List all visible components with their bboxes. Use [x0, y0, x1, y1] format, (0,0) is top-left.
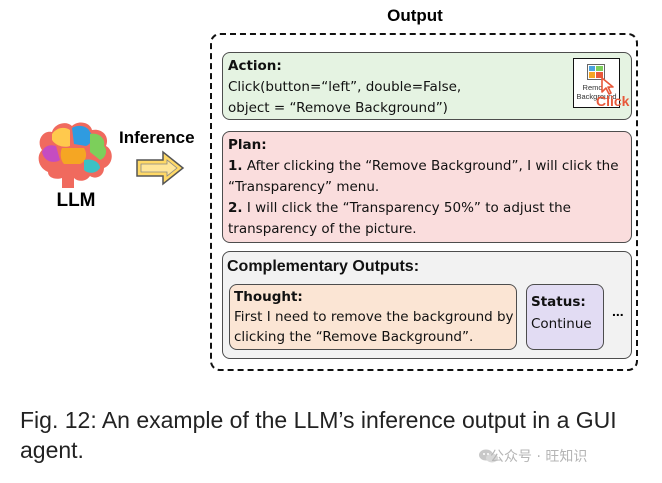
output-title: Output	[387, 6, 443, 25]
remove-background-thumbnail: Remove Background	[573, 58, 620, 108]
plan-step-text: After clicking the “Remove Background”, …	[242, 158, 619, 174]
thumbnail-caption-line: Remove	[582, 83, 611, 92]
complementary-outputs-title: Complementary Outputs:	[227, 258, 420, 275]
right-arrow-icon	[136, 150, 185, 186]
plan-step-number: 2.	[228, 200, 243, 216]
plan-step-text: I will click the “Transparency 50%” to a…	[242, 200, 571, 216]
plan-step-text: “Transparency” menu.	[228, 179, 380, 195]
status-header: Status:	[531, 294, 586, 310]
action-line: Click(button=“left”, double=False,	[228, 79, 462, 95]
plan-header: Plan:	[228, 137, 267, 153]
plan-step-text: transparency of the picture.	[228, 221, 417, 237]
thumbnail-caption-line: Background	[576, 92, 617, 101]
llm-block: LLM	[34, 120, 118, 220]
thumbnail-caption: Remove Background	[574, 83, 619, 101]
inference-label: Inference	[119, 128, 195, 147]
llm-label: LLM	[56, 190, 96, 211]
status-value: Continue	[531, 316, 592, 332]
thought-box: Thought: First I need to remove the back…	[229, 284, 517, 350]
wechat-icon	[479, 449, 498, 463]
more-outputs-ellipsis: ...	[612, 303, 624, 319]
figure-caption: Fig. 12: An example of the LLM’s inferen…	[20, 405, 650, 465]
thought-line: First I need to remove the background by	[234, 309, 514, 325]
action-header: Action:	[228, 58, 282, 74]
caption-line: Fig. 12: An example of the LLM’s inferen…	[20, 407, 617, 433]
thought-header: Thought:	[234, 289, 303, 305]
plan-box: Plan: 1. After clicking the “Remove Back…	[222, 131, 632, 243]
caption-line: agent.	[20, 437, 84, 463]
action-box: Action: Click(button=“left”, double=Fals…	[222, 52, 632, 120]
remove-background-icon	[587, 64, 605, 80]
thought-line: clicking the “Remove Background”.	[234, 329, 474, 345]
plan-step-1: 1. After clicking the “Remove Background…	[228, 156, 626, 177]
brain-icon	[38, 122, 112, 188]
output-frame	[210, 33, 638, 371]
action-line: object = “Remove Background”)	[228, 100, 448, 116]
plan-step-2: 2. I will click the “Transparency 50%” t…	[228, 198, 626, 219]
click-label: Click	[596, 93, 630, 109]
watermark: 公众号 · 旺知识	[490, 449, 588, 465]
plan-step-number: 1.	[228, 158, 243, 174]
cursor-icon	[601, 77, 614, 95]
status-box: Status: Continue	[526, 284, 604, 350]
